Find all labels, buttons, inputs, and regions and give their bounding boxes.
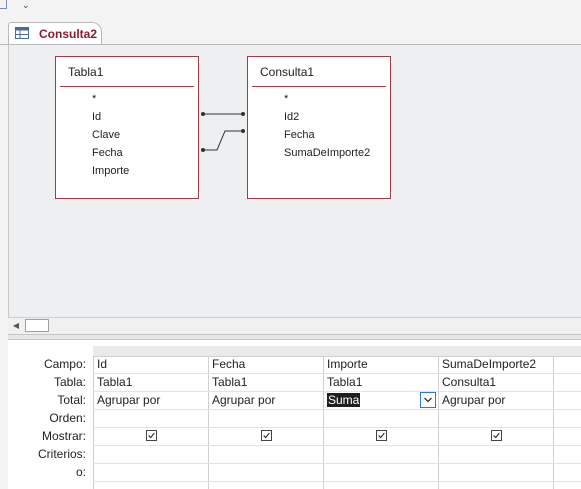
quick-access-toolbar: ⌄ [0, 0, 581, 21]
field-item[interactable]: Fecha [284, 129, 315, 141]
field-list-title[interactable]: Consulta1 [260, 65, 315, 79]
field-item[interactable]: Id [92, 111, 102, 123]
column-selector-bar[interactable] [93, 346, 581, 357]
campo-cell[interactable]: SumaDeImporte2 [442, 357, 537, 371]
tabla-cell[interactable]: Tabla1 [97, 375, 133, 389]
grid-column-line [323, 356, 324, 489]
campo-cell[interactable]: Fecha [212, 357, 246, 371]
total-cell[interactable]: Agrupar por [442, 393, 506, 407]
grid-row-line [93, 481, 581, 482]
grid-column-line [208, 356, 209, 489]
grid-row-line [93, 463, 581, 464]
campo-cell[interactable]: Id [97, 357, 108, 371]
row-label-total: Total: [57, 393, 86, 407]
toolbar-fragment [0, 0, 7, 9]
grid-column-line [553, 356, 554, 489]
tabla-cell[interactable]: Tabla1 [212, 375, 248, 389]
field-item[interactable]: Clave [92, 129, 121, 141]
total-cell[interactable]: Agrupar por [212, 393, 276, 407]
row-label-tabla: Tabla: [53, 375, 86, 389]
pane-splitter[interactable] [8, 334, 581, 340]
row-label-campo: Campo: [43, 357, 86, 371]
campo-cell[interactable]: Importe [327, 357, 368, 371]
field-list-items: * Id Clave Fecha Importe [92, 90, 129, 180]
row-label-o: o: [75, 465, 86, 479]
field-item[interactable]: * [284, 93, 289, 105]
field-item[interactable]: * [92, 93, 97, 105]
grid-row-line [93, 445, 581, 446]
field-item[interactable]: Id2 [284, 111, 300, 123]
grid-column-line [438, 356, 439, 489]
total-cell[interactable]: Agrupar por [97, 393, 161, 407]
grid-row-line [93, 373, 581, 374]
grid-column-line [93, 356, 94, 489]
tabla-cell[interactable]: Tabla1 [327, 375, 363, 389]
grid-row-line [93, 391, 581, 392]
field-list-separator [60, 86, 194, 87]
field-item[interactable]: Importe [92, 165, 130, 177]
document-tab-strip: Consulta2 [0, 20, 581, 45]
query-icon [15, 27, 29, 39]
field-list-separator [252, 86, 386, 87]
tab-consulta2[interactable]: Consulta2 [8, 22, 102, 44]
total-cell-selected[interactable]: Suma [327, 393, 361, 407]
tabla-cell[interactable]: Consulta1 [442, 375, 497, 389]
field-item[interactable]: Fecha [92, 147, 123, 159]
show-checkbox[interactable] [146, 430, 157, 441]
scroll-left-icon[interactable]: ◀ [12, 321, 20, 330]
chevron-down-icon[interactable]: ⌄ [22, 0, 30, 10]
field-list-tabla1[interactable]: Tabla1 * Id Clave Fecha Importe [55, 56, 199, 199]
tab-label: Consulta2 [39, 27, 98, 41]
query-design-grid[interactable] [8, 340, 581, 489]
chevron-down-icon [424, 397, 432, 403]
show-checkbox[interactable] [261, 430, 272, 441]
field-list-title[interactable]: Tabla1 [68, 65, 104, 79]
field-list-consulta1[interactable]: Consulta1 * Id2 Fecha SumaDeImporte2 [247, 56, 391, 199]
total-dropdown-button[interactable] [420, 392, 436, 408]
row-label-mostrar: Mostrar: [41, 429, 86, 443]
row-label-orden: Orden: [49, 411, 86, 425]
show-checkbox[interactable] [376, 430, 387, 441]
field-item[interactable]: SumaDeImporte2 [284, 147, 371, 159]
scroll-thumb[interactable] [25, 319, 49, 332]
horizontal-scrollbar[interactable]: ◀ [8, 317, 581, 334]
field-list-items: * Id2 Fecha SumaDeImporte2 [284, 90, 370, 162]
grid-row-line [93, 409, 581, 410]
row-label-criterios: Criterios: [37, 447, 86, 461]
grid-row-line [93, 427, 581, 428]
show-checkbox[interactable] [491, 430, 502, 441]
